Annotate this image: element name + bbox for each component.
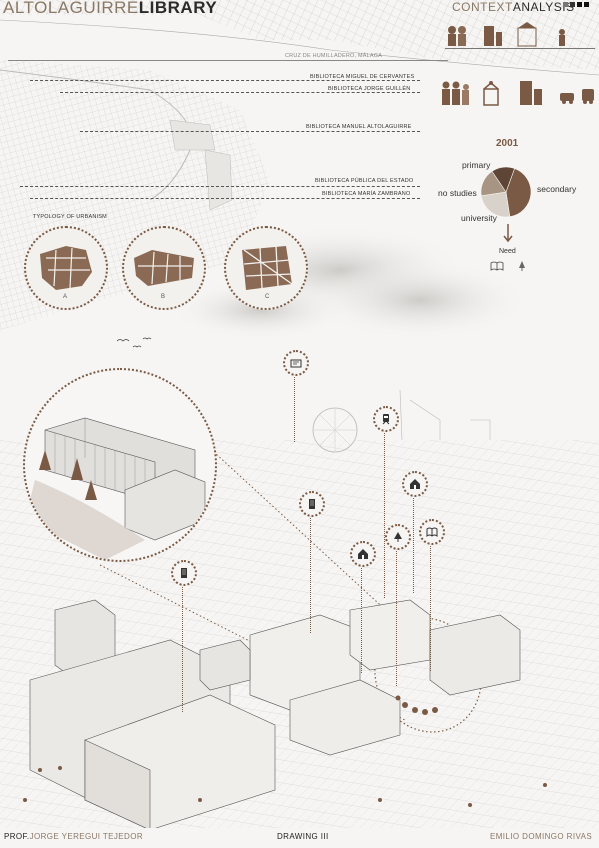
train-icon xyxy=(382,414,390,425)
urbanism-title: TYPOLOGY OF URBANISM xyxy=(33,214,107,220)
detail-zoom-circle xyxy=(23,368,217,562)
location-label: CRUZ DE HUMILLADERO, MÁLAGA xyxy=(285,53,383,59)
marker-book[interactable] xyxy=(419,519,445,545)
pie-slice-primary xyxy=(480,191,511,218)
marker-home-1[interactable] xyxy=(402,471,428,497)
section-title: CONTEXTANALYSIS xyxy=(452,0,575,14)
pie-label-university: university xyxy=(461,213,497,223)
building-icon xyxy=(309,499,315,509)
urban-plan-a xyxy=(40,246,92,290)
prof-prefix: PROF. xyxy=(4,832,30,841)
urbanism-badge-b xyxy=(122,226,206,310)
context-light: CONTEXT xyxy=(452,0,513,14)
home-icon xyxy=(358,549,368,559)
home-icon xyxy=(410,479,420,489)
urbanism-letter-c: C xyxy=(265,294,270,300)
footer-course: DRAWING III xyxy=(277,832,329,841)
need-label: Need xyxy=(499,248,516,255)
marker-tree[interactable] xyxy=(385,524,411,550)
marker-train[interactable] xyxy=(373,406,399,432)
title-bold: LIBRARY xyxy=(138,0,218,17)
urban-plan-c xyxy=(242,245,293,290)
pie-slice-university xyxy=(491,166,515,193)
book-icon xyxy=(426,527,438,538)
building-icon xyxy=(181,568,187,578)
marker-building-2[interactable] xyxy=(171,560,197,586)
pie-label-no-studies: no studies xyxy=(438,188,477,198)
page-title: ALTOLAGUIRRELIBRARY xyxy=(3,0,217,18)
library-icon xyxy=(290,359,302,368)
context-icons xyxy=(442,81,594,106)
pie-label-primary: primary xyxy=(462,160,491,170)
library-label-1: BIBLIOTECA MIGUEL DE CERVANTES xyxy=(310,74,415,80)
tree-icon xyxy=(519,261,525,271)
marker-home-2[interactable] xyxy=(350,541,376,567)
header-squares xyxy=(563,2,589,7)
urbanism-badge-a xyxy=(24,226,108,310)
context-icons-top xyxy=(448,22,565,47)
footer-author: EMILIO DOMINGO RIVAS xyxy=(490,832,593,841)
tree-icon xyxy=(394,532,402,542)
urban-plan-b xyxy=(134,250,194,286)
chart-title: 2001 xyxy=(496,138,519,149)
marker-library[interactable] xyxy=(283,350,309,376)
library-detail-render xyxy=(25,417,206,560)
arrow-down-icon xyxy=(503,224,513,243)
footer-professor: PROF.JORGE YEREGUI TEJEDOR xyxy=(4,832,143,841)
urbanism-letter-b: B xyxy=(161,294,166,300)
pie-label-secondary: secondary xyxy=(537,184,577,194)
pie-slice-secondary xyxy=(505,168,532,218)
urbanism-letter-a: A xyxy=(63,294,68,300)
education-pie-chart xyxy=(480,166,532,218)
library-label-3: BIBLIOTECA MANUEL ALTOLAGUIRRE xyxy=(306,124,412,130)
title-light: ALTOLAGUIRRE xyxy=(3,0,139,17)
urbanism-badge-c xyxy=(224,226,308,310)
library-label-2: BIBLIOTECA JORGE GUILLÉN xyxy=(328,86,411,92)
marker-building-1[interactable] xyxy=(299,491,325,517)
prof-name: JORGE YEREGUI TEJEDOR xyxy=(29,832,144,841)
library-label-5: BIBLIOTECA MARÍA ZAMBRANO xyxy=(322,191,411,197)
context-bold: ANALYSIS xyxy=(512,0,575,14)
book-icon xyxy=(490,261,504,271)
birds-illustration xyxy=(116,337,152,348)
library-label-4: BIBLIOTECA PÚBLICA DEL ESTADO xyxy=(315,178,414,184)
